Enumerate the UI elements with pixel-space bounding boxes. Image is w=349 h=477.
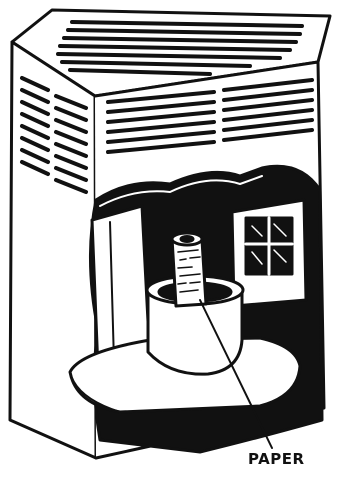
rolled-paper-icon — [172, 233, 206, 306]
paper-label: PAPER — [248, 452, 305, 467]
door-window — [246, 218, 292, 274]
